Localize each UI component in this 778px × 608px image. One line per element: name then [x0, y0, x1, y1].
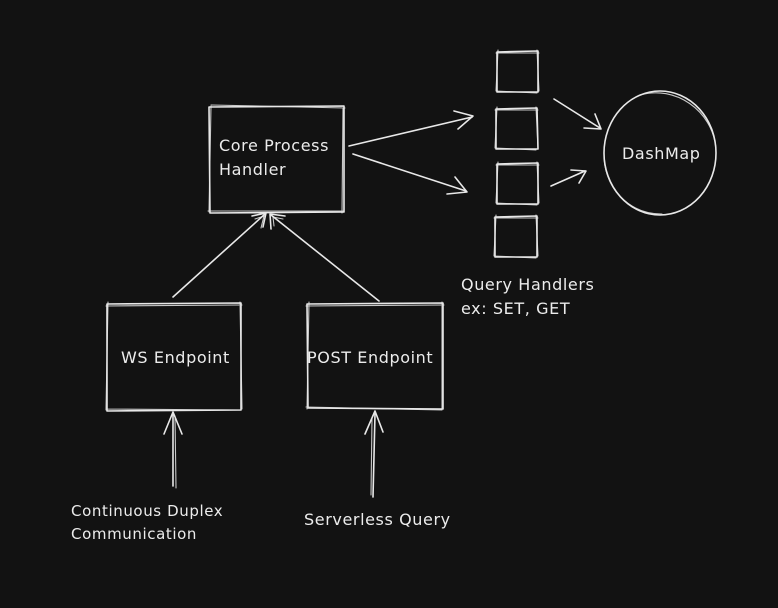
arrow-duplex-to-ws — [163, 411, 183, 489]
arrow-serverless-to-post — [364, 410, 384, 498]
duplex-communication-label: Continuous Duplex Communication — [71, 500, 223, 546]
dashmap-circle — [603, 90, 717, 216]
arrow-handlers-to-dashmap-upper — [553, 98, 602, 130]
query-handler-box-2 — [494, 106, 539, 151]
ws-endpoint-label: WS Endpoint — [121, 348, 230, 367]
serverless-query-label: Serverless Query — [304, 510, 451, 529]
query-handlers-label: Query Handlers ex: SET, GET — [461, 273, 594, 321]
duplex-line-1: Continuous Duplex — [71, 502, 224, 520]
core-process-handler-box — [207, 104, 346, 214]
duplex-line-2: Communication — [71, 525, 198, 543]
query-handler-box-1 — [495, 49, 540, 94]
query-handlers-line-2: ex: SET, GET — [461, 299, 571, 318]
post-endpoint-box — [305, 301, 445, 411]
dashmap-label: DashMap — [622, 144, 701, 163]
query-handlers-line-1: Query Handlers — [461, 275, 595, 294]
core-label-line-2: Handler — [219, 160, 287, 179]
core-label-line-1: Core Process — [219, 136, 330, 155]
post-endpoint-label: POST Endpoint — [307, 348, 434, 367]
query-handler-box-3 — [495, 161, 540, 206]
core-process-handler-label: Core Process Handler — [219, 134, 329, 182]
arrow-handlers-to-dashmap-lower — [550, 169, 587, 187]
ws-endpoint-box — [105, 301, 243, 412]
arrow-ws-to-core — [172, 212, 267, 298]
arrow-core-to-handlers-upper — [348, 110, 474, 147]
arrow-core-to-handlers-lower — [352, 153, 468, 195]
arrow-post-to-core — [269, 213, 380, 302]
query-handler-box-4 — [493, 214, 539, 259]
